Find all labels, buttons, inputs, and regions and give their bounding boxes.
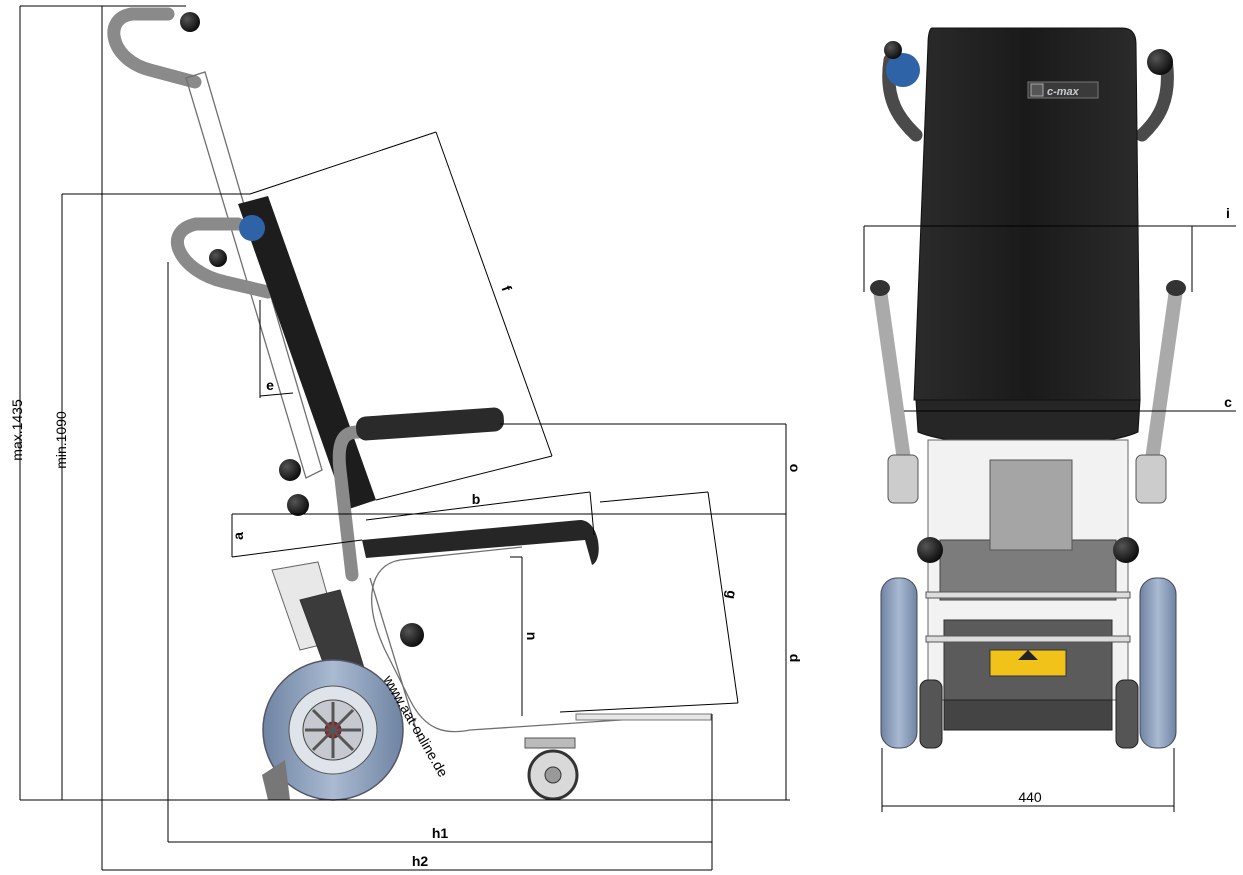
width-label: 440 <box>1018 789 1042 805</box>
front-view: c-max <box>870 27 1186 749</box>
side-dimensions: max.1435 min.1090 h1 h2 f e o d <box>9 5 803 871</box>
e-label: e <box>266 377 274 393</box>
side-backrest <box>238 196 376 510</box>
n-label: n <box>524 632 540 641</box>
d-label: d <box>787 654 803 663</box>
side-seat <box>362 520 599 565</box>
logo-text: c-max <box>1047 86 1080 98</box>
b-label: b <box>472 491 481 507</box>
front-backrest <box>913 27 1141 401</box>
front-dimensions: i c 440 <box>863 205 1236 812</box>
max-height-label: max.1435 <box>9 399 25 461</box>
i-label: i <box>1226 205 1230 221</box>
front-wheel-right <box>1139 577 1177 749</box>
min-height-label: min.1090 <box>53 411 69 469</box>
upper-handle <box>107 7 323 479</box>
side-view: www.aat-online.de <box>107 7 713 801</box>
g-label: g <box>723 589 740 600</box>
c-label: c <box>1224 394 1232 410</box>
logo-icon <box>1030 83 1044 97</box>
brand-logo <box>1027 81 1099 99</box>
side-armrest <box>356 407 504 441</box>
f-label: f <box>498 283 515 293</box>
front-control-knob <box>886 53 920 87</box>
front-wheel-left <box>880 577 918 749</box>
a-label: a <box>230 532 246 540</box>
h2-label: h2 <box>412 853 429 869</box>
o-label: o <box>787 464 803 473</box>
handle-knob-icon <box>180 12 200 32</box>
front-seat <box>915 399 1141 446</box>
side-caster-wheel <box>524 737 579 801</box>
side-drive-wheel: www.aat-online.de <box>262 659 452 801</box>
lower-handle <box>171 217 275 299</box>
h1-label: h1 <box>432 825 449 841</box>
side-control-knob <box>239 215 265 241</box>
